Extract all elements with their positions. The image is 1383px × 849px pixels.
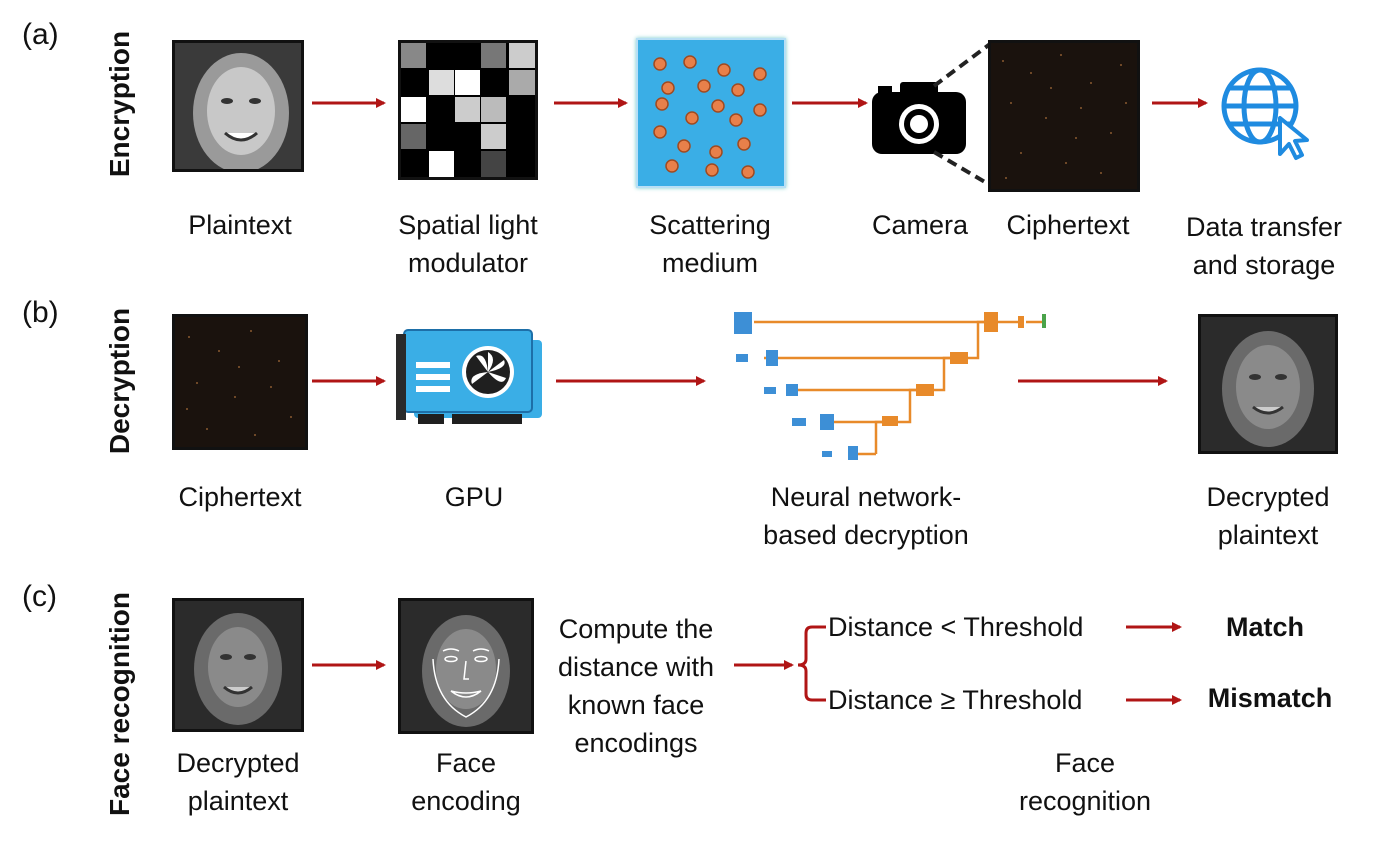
data-transfer-label-line2: and storage <box>1192 250 1336 280</box>
compute-distance-label-line1: Compute the <box>558 614 714 644</box>
panel-b-letter: (b) <box>22 296 59 329</box>
compute-distance-label-line3: known face <box>567 690 705 720</box>
cipher-speckle-icon <box>175 317 305 447</box>
camera-view-lines <box>932 42 992 187</box>
neural-decryption-label-line2: based decryption <box>763 520 969 550</box>
scattering-particles-icon <box>653 55 767 179</box>
decrypted-plaintext-c-label-line1: Decrypted <box>176 748 300 778</box>
decrypted-plaintext-b-image <box>1198 314 1338 454</box>
branch-bracket <box>797 625 826 702</box>
slm-label-line1: Spatial light <box>398 210 538 240</box>
face-landmarks-icon <box>401 601 531 731</box>
ciphertext-b-label: Ciphertext <box>178 482 302 512</box>
decrypted-plaintext-c-image <box>172 598 304 732</box>
face-photo-icon <box>175 43 301 169</box>
gpu-icon <box>396 329 542 424</box>
neural-decryption-label-line1: Neural network- <box>770 482 962 512</box>
face-photo-icon <box>175 601 301 729</box>
mismatch-label: Mismatch <box>1207 683 1333 713</box>
branch-less-than-label: Distance < Threshold <box>828 612 1084 642</box>
face-encoding-label-line1: Face <box>435 748 497 778</box>
match-label: Match <box>1225 612 1304 642</box>
decrypted-plaintext-b-label-line2: plaintext <box>1217 520 1319 550</box>
panel-a-letter: (a) <box>22 18 59 51</box>
decrypted-plaintext-c-label-line2: plaintext <box>187 786 289 816</box>
compute-distance-label-line4: encodings <box>574 728 698 758</box>
face-recognition-caption-line1: Face <box>1054 748 1116 778</box>
plaintext-label: Plaintext <box>188 210 292 240</box>
plaintext-face-image <box>172 40 304 172</box>
scattering-label-line1: Scattering <box>649 210 771 240</box>
camera-label: Camera <box>871 210 969 240</box>
slm-grid-image <box>398 40 538 180</box>
ciphertext-a-label: Ciphertext <box>1006 210 1130 240</box>
cipher-speckle-icon <box>991 43 1137 189</box>
unet-diagram <box>734 312 1046 460</box>
decrypted-plaintext-b-label-line1: Decrypted <box>1206 482 1330 512</box>
face-photo-icon <box>1201 317 1335 451</box>
scattering-label-line2: medium <box>661 248 759 278</box>
compute-distance-label-line2: distance with <box>557 652 715 682</box>
ciphertext-a-image <box>988 40 1140 192</box>
gpu-label: GPU <box>444 482 504 512</box>
face-encoding-label-line2: encoding <box>411 786 521 816</box>
panel-c-letter: (c) <box>22 580 57 613</box>
branch-greater-equal-label: Distance ≥ Threshold <box>828 685 1083 715</box>
camera-icon <box>872 82 966 154</box>
slm-grid-icon <box>401 43 535 177</box>
face-recognition-caption-line2: recognition <box>1018 786 1152 816</box>
data-transfer-label-line1: Data transfer <box>1185 212 1343 242</box>
globe-cursor-icon <box>1221 67 1309 160</box>
slm-label-line2: modulator <box>407 248 529 278</box>
face-encoding-image <box>398 598 534 734</box>
scattering-medium-image <box>636 38 786 188</box>
ciphertext-b-image <box>172 314 308 450</box>
